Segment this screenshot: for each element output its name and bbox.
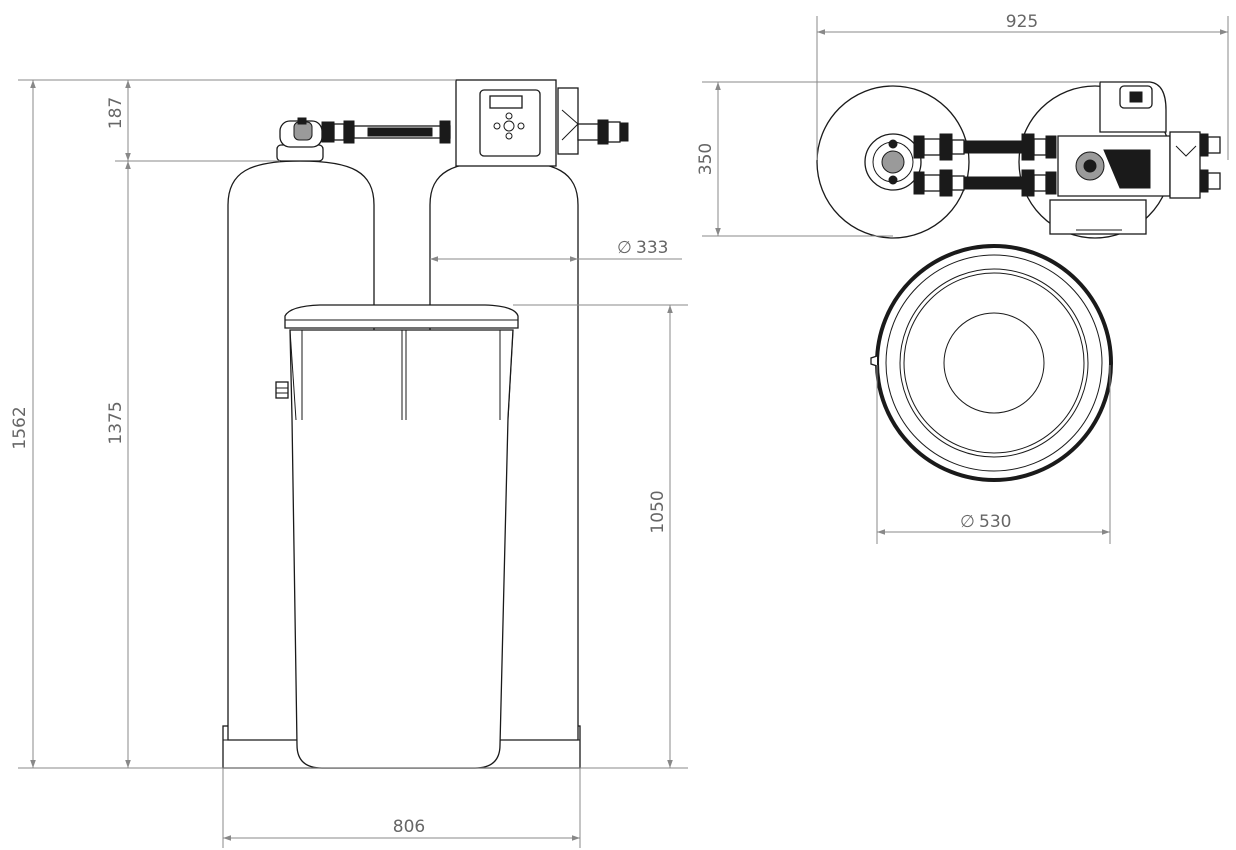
control-valve-icon	[455, 79, 557, 167]
brine-outer-ring	[875, 244, 1113, 482]
bypass-valve-icon	[557, 87, 629, 155]
brine-salt-opening	[943, 312, 1045, 414]
display-screen-icon	[489, 95, 523, 109]
brine-diameter-symbol: ∅	[960, 512, 975, 532]
brine-height-label: 1050	[648, 490, 668, 533]
tank-diameter-label: 333	[636, 238, 668, 258]
top-height-label: 187	[106, 97, 126, 129]
top-view-dimensions: 925 350	[696, 12, 1229, 237]
top-view-width-label: 925	[1006, 12, 1038, 32]
front-width-label: 806	[393, 817, 425, 837]
top-view-hoses	[913, 133, 1057, 197]
front-dimensions: 1562 187 1375 ∅ 333 1050 806	[10, 79, 688, 848]
control-valve-top	[1049, 81, 1171, 235]
brine-diameter-label: 530	[979, 512, 1011, 532]
bypass-top	[1169, 131, 1221, 199]
brine-tank-top-view: ∅ 530	[870, 244, 1113, 544]
overall-height-label: 1562	[10, 406, 30, 449]
top-view-depth-label: 350	[696, 143, 716, 175]
tank-diameter-symbol: ∅	[617, 238, 632, 258]
flexible-hose-icon	[321, 120, 451, 144]
tank-head-adapter	[276, 117, 324, 162]
tank-height-label: 1375	[106, 401, 126, 444]
top-view	[816, 81, 1221, 239]
front-view	[222, 79, 629, 769]
brine-cabinet-lid	[284, 304, 519, 329]
left-tank-head	[864, 133, 922, 191]
overflow-fitting	[275, 381, 289, 399]
